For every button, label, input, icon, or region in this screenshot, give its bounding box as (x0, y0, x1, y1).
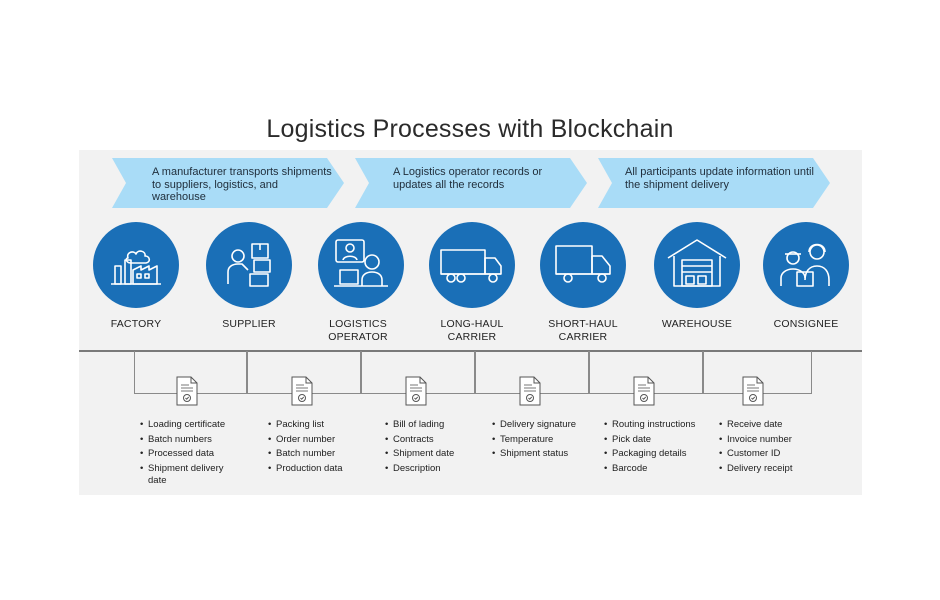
list-supplier: Packing list Order number Batch number P… (268, 418, 368, 476)
list-item: Invoice number (719, 433, 819, 448)
page-title: Logistics Processes with Blockchain (266, 115, 674, 143)
arrow-step-3: All participants update information unti… (598, 158, 830, 208)
factory-icon (93, 222, 179, 308)
list-warehouse: Receive date Invoice number Customer ID … (719, 418, 819, 476)
list-item: Temperature (492, 433, 602, 448)
label-short-haul-carrier: SHORT-HAUL CARRIER (548, 318, 618, 343)
arrow-step-1-text: A manufacturer transports shipments to s… (152, 166, 332, 203)
arrow-step-1: A manufacturer transports shipments to s… (112, 158, 344, 208)
list-item: Shipment status (492, 447, 602, 462)
list-long-haul-carrier: Delivery signature Temperature Shipment … (492, 418, 602, 462)
list-item: Batch numbers (140, 433, 250, 448)
document-icon (633, 376, 655, 406)
list-item: Shipment date (385, 447, 485, 462)
document-icon (405, 376, 427, 406)
list-item: Barcode (604, 462, 714, 477)
list-item: Order number (268, 433, 368, 448)
list-item: Delivery receipt (719, 462, 819, 477)
list-item: Description (385, 462, 485, 477)
timeline-line (79, 350, 862, 352)
arrow-step-2: A Logistics operator records or updates … (355, 158, 587, 208)
list-item: Routing instructions (604, 418, 714, 433)
long-haul-truck-icon (429, 222, 515, 308)
consignee-icon (763, 222, 849, 308)
label-logistics-operator: LOGISTICS OPERATOR (328, 318, 388, 343)
list-item: Batch number (268, 447, 368, 462)
list-item: Customer ID (719, 447, 819, 462)
arrow-step-3-text: All participants update information unti… (625, 166, 814, 191)
list-item: Pick date (604, 433, 714, 448)
label-warehouse: WAREHOUSE (661, 318, 733, 330)
list-item: Packaging details (604, 447, 714, 462)
list-item: Loading certificate (140, 418, 250, 433)
list-item: Bill of lading (385, 418, 485, 433)
label-consignee: CONSIGNEE (773, 318, 839, 330)
list-logistics-operator: Bill of lading Contracts Shipment date D… (385, 418, 485, 476)
logistics-operator-icon (318, 222, 404, 308)
list-short-haul-carrier: Routing instructions Pick date Packaging… (604, 418, 714, 476)
list-item: Production data (268, 462, 368, 477)
label-supplier: SUPPLIER (222, 318, 276, 330)
list-item: Delivery signature (492, 418, 602, 433)
list-item: Contracts (385, 433, 485, 448)
list-item: Shipment delivery date (140, 463, 240, 488)
list-item: Processed data (140, 447, 250, 462)
arrow-step-2-text: A Logistics operator records or updates … (393, 166, 543, 191)
short-haul-truck-icon (540, 222, 626, 308)
label-long-haul-carrier: LONG-HAUL CARRIER (440, 318, 504, 343)
warehouse-icon (654, 222, 740, 308)
label-factory: FACTORY (110, 318, 162, 330)
document-icon (291, 376, 313, 406)
list-item: Receive date (719, 418, 819, 433)
document-icon (519, 376, 541, 406)
document-icon (742, 376, 764, 406)
list-factory: Loading certificate Batch numbers Proces… (140, 418, 250, 488)
document-icon (176, 376, 198, 406)
supplier-icon (206, 222, 292, 308)
list-item: Packing list (268, 418, 368, 433)
